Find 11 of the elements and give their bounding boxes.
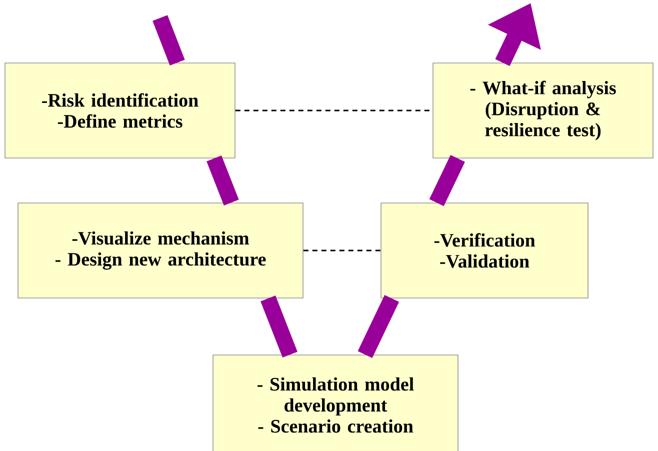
flow-band: [260, 296, 298, 358]
flow-band: [358, 294, 400, 358]
flow-band: [429, 154, 465, 206]
process-box: - What-if analysis (Disruption & resilience test): [432, 62, 654, 158]
dashed-connector: [303, 250, 381, 252]
flow-band: [206, 156, 239, 206]
process-box: -Visualize mechanism - Design new architecture: [18, 202, 304, 298]
process-box: -Verification -Validation: [380, 202, 588, 298]
process-box: - Simulation model development - Scenario creation: [212, 354, 458, 451]
process-box: -Risk identification -Define metrics: [4, 62, 236, 158]
flow-band: [152, 15, 185, 66]
